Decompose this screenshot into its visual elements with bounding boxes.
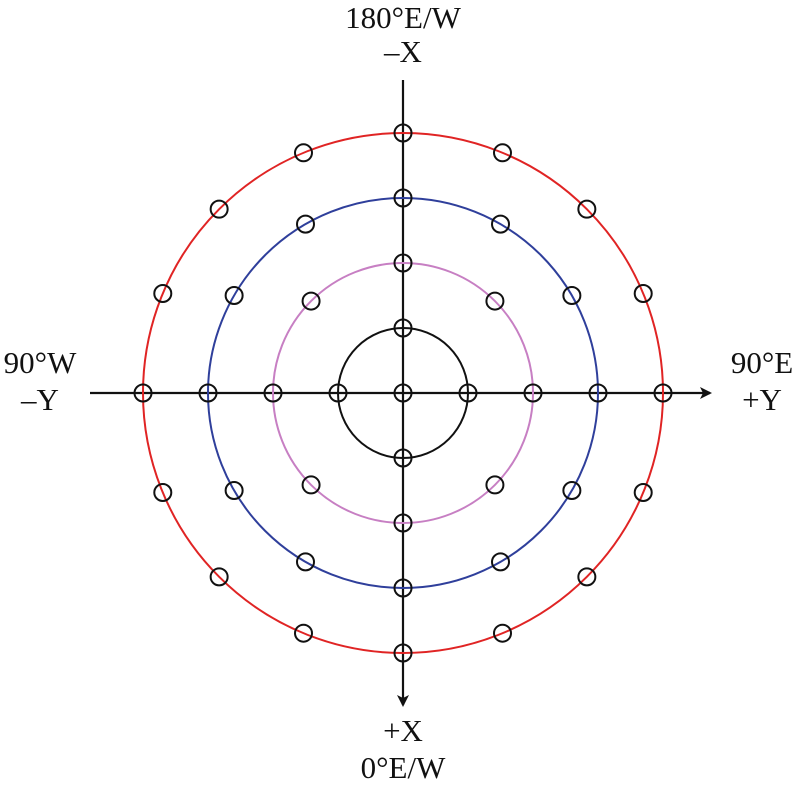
rings-layer <box>142 132 664 654</box>
ring-2-point-marker <box>523 383 543 403</box>
ring-3-point-marker <box>491 552 510 572</box>
top-label-degrees: 180°E/W <box>345 0 461 35</box>
right-label-axis: +Y <box>742 382 782 417</box>
center-point-marker <box>393 383 413 403</box>
ring-1-point-marker <box>458 383 478 403</box>
ring-3-point-marker <box>296 214 315 234</box>
ring-3-point-marker <box>224 286 244 305</box>
ring-3-point-marker <box>393 188 413 208</box>
ring-4-point-marker <box>633 284 653 303</box>
bottom-label-degrees: 0°E/W <box>361 750 446 785</box>
ring-4-point-marker <box>633 483 653 502</box>
ring-4-point-marker <box>153 483 173 502</box>
ring-4-point-marker <box>653 383 673 403</box>
ring-4-point-marker <box>493 623 512 643</box>
ring-3-point-marker <box>198 383 218 403</box>
top-label-axis: –X <box>383 34 422 69</box>
ring-3-point-marker <box>562 286 582 305</box>
ring-2-point-marker <box>393 513 413 533</box>
ring-4-point-marker <box>294 623 313 643</box>
ring-4-point-marker <box>393 123 413 143</box>
left-label-degrees: 90°W <box>4 345 77 380</box>
ring-4-point-marker <box>133 383 153 403</box>
ring-2-point-marker <box>485 475 505 495</box>
ring-2-point-marker <box>485 291 505 311</box>
ring-4-point-marker <box>209 567 229 587</box>
ring-4-point-marker <box>209 199 229 219</box>
second-ring <box>272 262 534 524</box>
outer-ring <box>142 132 664 654</box>
bottom-label-axis: +X <box>383 713 423 748</box>
ring-3-point-marker <box>491 214 510 234</box>
inner-ring <box>337 327 469 459</box>
ring-1-point-marker <box>393 448 413 468</box>
ring-4-point-marker <box>493 143 512 163</box>
ring-3-point-marker <box>393 578 413 598</box>
ring-3-point-marker <box>562 481 582 500</box>
ring-3-point-marker <box>296 552 315 572</box>
ring-4-point-marker <box>153 284 173 303</box>
ring-2-point-marker <box>393 253 413 273</box>
ring-2-point-marker <box>301 291 321 311</box>
left-label-axis: –Y <box>20 382 59 417</box>
ring-3-point-marker <box>224 481 244 500</box>
ring-4-point-marker <box>577 567 597 587</box>
ring-4-point-marker <box>393 643 413 663</box>
markers-layer <box>133 123 673 663</box>
ring-4-point-marker <box>577 199 597 219</box>
ring-4-point-marker <box>294 143 313 163</box>
ring-2-point-marker <box>263 383 283 403</box>
ring-3-point-marker <box>588 383 608 403</box>
third-ring <box>207 197 599 589</box>
ring-2-point-marker <box>301 475 321 495</box>
ring-1-point-marker <box>328 383 348 403</box>
right-label-degrees: 90°E <box>731 345 793 380</box>
ring-1-point-marker <box>393 318 413 338</box>
